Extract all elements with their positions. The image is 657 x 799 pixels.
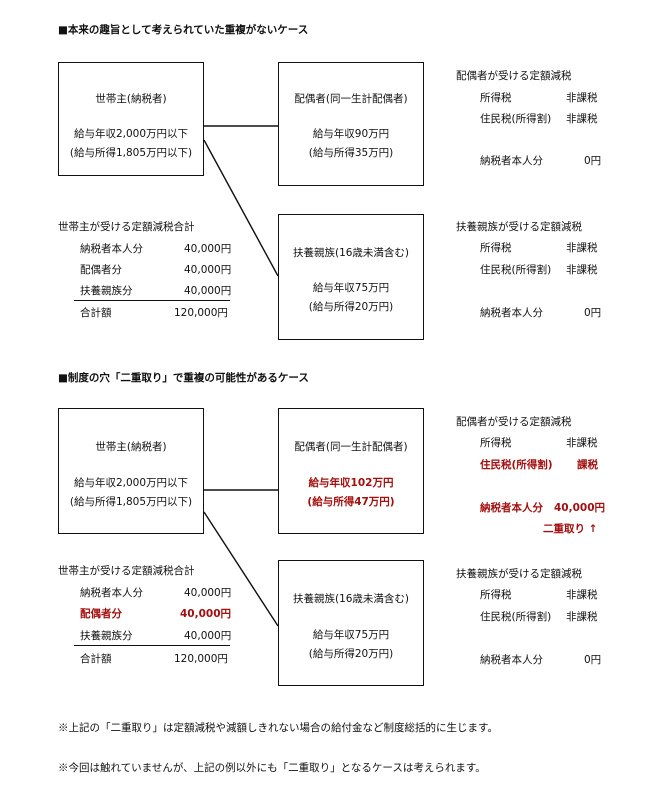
- spouse-box-income2: (給与所得47万円): [307, 496, 395, 508]
- dependent-side-title: 扶養親族が受ける定額減税: [456, 568, 582, 580]
- dependent-side-row-label: 所得税: [480, 589, 512, 601]
- note-2: ※今回は触れていませんが、上記の例以外にも「二重取り」となるケースは考えられます…: [58, 762, 486, 774]
- head-total-row-value: 40,000円: [184, 285, 232, 297]
- head-total-title: 世帯主が受ける定額減税合計: [58, 565, 195, 577]
- dependent-side-self-label: 納税者本人分: [480, 654, 543, 666]
- head-box-income: 給与年収2,000万円以下: [73, 477, 189, 489]
- dependent-side-self-value: 0円: [584, 307, 602, 319]
- dependent-side-self-label: 納税者本人分: [480, 307, 543, 319]
- total-rule: [74, 645, 230, 646]
- head-total-sum-label: 合計額: [80, 307, 112, 319]
- spouse-side-row-value: 非課税: [566, 437, 598, 449]
- spouse-side-self-value: 0円: [584, 155, 602, 167]
- spouse-box-income2: (給与所得35万円): [308, 147, 394, 159]
- dependent-side-row-label: 住民税(所得割): [480, 611, 552, 623]
- head-total-row-value: 40,000円: [184, 587, 232, 599]
- dependent-side-row-value: 非課税: [566, 611, 598, 623]
- head-total-row-value: 40,000円: [184, 264, 232, 276]
- spouse-box-title: 配偶者(同一生計配偶者): [294, 93, 408, 105]
- dependent-box-title: 扶養親族(16歳未満含む): [292, 247, 410, 259]
- head-total-sum-label: 合計額: [80, 653, 112, 665]
- head-total-sum-value: 120,000円: [174, 653, 228, 665]
- spouse-side-self-value: 40,000円: [554, 502, 606, 514]
- head-total-row-label: 扶養親族分: [80, 285, 133, 297]
- head-total-title: 世帯主が受ける定額減税合計: [58, 221, 195, 233]
- dependent-side-row-label: 住民税(所得割): [480, 264, 552, 276]
- section2-spouse-box: 配偶者(同一生計配偶者) 給与年収102万円 (給与所得47万円): [278, 408, 424, 534]
- head-total-row-value: 40,000円: [184, 243, 232, 255]
- section2-title: ■制度の穴「二重取り」で重複の可能性があるケース: [58, 372, 309, 384]
- head-total-row-label: 扶養親族分: [80, 630, 133, 642]
- spouse-box-income: 給与年収90万円: [312, 128, 390, 140]
- spouse-side-self-label: 納税者本人分: [480, 502, 543, 514]
- head-box-income2: (給与所得1,805万円以下): [69, 496, 193, 508]
- spouse-side-row-label: 所得税: [480, 92, 512, 104]
- spouse-side-row-value: 非課税: [566, 92, 598, 104]
- spouse-side-row-value: 非課税: [566, 113, 598, 125]
- head-total-sum-value: 120,000円: [174, 307, 228, 319]
- total-rule: [74, 300, 230, 301]
- dependent-side-row-value: 非課税: [566, 264, 598, 276]
- head-total-row-label: 納税者本人分: [80, 243, 143, 255]
- spouse-box-income: 給与年収102万円: [308, 477, 394, 489]
- section2-dependent-box: 扶養親族(16歳未満含む) 給与年収75万円 (給与所得20万円): [278, 560, 424, 686]
- spouse-side-row-label: 住民税(所得割): [480, 113, 552, 125]
- section1-dependent-box: 扶養親族(16歳未満含む) 給与年収75万円 (給与所得20万円): [278, 214, 424, 340]
- head-box-title: 世帯主(納税者): [95, 93, 167, 105]
- dependent-box-income: 給与年収75万円: [312, 629, 390, 641]
- spouse-side-self-label: 納税者本人分: [480, 155, 543, 167]
- head-box-income2: (給与所得1,805万円以下): [69, 147, 193, 159]
- head-total-row-label: 配偶者分: [80, 264, 122, 276]
- dependent-side-row-value: 非課税: [566, 242, 598, 254]
- dependent-side-row-label: 所得税: [480, 242, 512, 254]
- head-total-row-label: 納税者本人分: [80, 587, 143, 599]
- section1-head-box: 世帯主(納税者) 給与年収2,000万円以下 (給与所得1,805万円以下): [58, 62, 204, 176]
- double-dipping-note: 二重取り ↑: [543, 523, 598, 535]
- spouse-side-row-value: 課税: [577, 459, 598, 471]
- head-total-row-value: 40,000円: [180, 608, 232, 620]
- dependent-side-row-value: 非課税: [566, 589, 598, 601]
- dependent-side-title: 扶養親族が受ける定額減税: [456, 221, 582, 233]
- spouse-side-row-label: 所得税: [480, 437, 512, 449]
- dependent-side-self-value: 0円: [584, 654, 602, 666]
- spouse-box-title: 配偶者(同一生計配偶者): [294, 441, 408, 453]
- head-total-row-label: 配偶者分: [80, 608, 122, 620]
- section1-spouse-box: 配偶者(同一生計配偶者) 給与年収90万円 (給与所得35万円): [278, 62, 424, 186]
- dependent-box-income: 給与年収75万円: [312, 282, 390, 294]
- spouse-side-title: 配偶者が受ける定額減税: [456, 416, 572, 428]
- section2-head-box: 世帯主(納税者) 給与年収2,000万円以下 (給与所得1,805万円以下): [58, 408, 204, 534]
- head-total-row-value: 40,000円: [184, 630, 232, 642]
- dependent-box-title: 扶養親族(16歳未満含む): [292, 593, 410, 605]
- spouse-side-title: 配偶者が受ける定額減税: [456, 70, 572, 82]
- note-1: ※上記の「二重取り」は定額減税や減額しきれない場合の給付金など制度総括的に生じま…: [58, 722, 498, 734]
- dependent-box-income2: (給与所得20万円): [308, 648, 394, 660]
- head-box-income: 給与年収2,000万円以下: [73, 128, 189, 140]
- dependent-box-income2: (給与所得20万円): [308, 301, 394, 313]
- spouse-side-row-label: 住民税(所得割): [480, 459, 553, 471]
- head-box-title: 世帯主(納税者): [95, 441, 167, 453]
- section1-title: ■本来の趣旨として考えられていた重複がないケース: [58, 24, 309, 36]
